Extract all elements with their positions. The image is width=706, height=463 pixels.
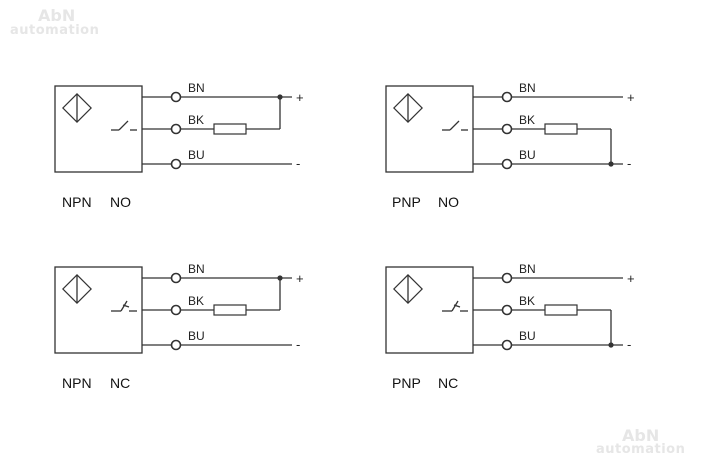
terminal-bn <box>170 272 182 284</box>
wire-label-bu: BU <box>188 148 205 162</box>
terminal-positive-label: + <box>627 271 635 286</box>
terminal-bk <box>170 123 182 135</box>
wire-label-bk: BK <box>519 113 535 127</box>
wire-label-bn: BN <box>519 262 536 276</box>
junction-dot <box>608 342 614 348</box>
diagram-contact-label: NC <box>438 375 459 391</box>
junction-dot <box>608 161 614 167</box>
sensor-body <box>385 266 474 354</box>
terminal-bk <box>501 123 513 135</box>
wire-label-bu: BU <box>188 329 205 343</box>
switch-contact <box>118 120 129 131</box>
wire-label-bu: BU <box>519 329 536 343</box>
sensor-body <box>54 266 143 354</box>
wire-label-bk: BK <box>188 113 204 127</box>
load-resistor <box>213 123 247 135</box>
terminal-bu <box>170 158 182 170</box>
terminal-positive-label: + <box>627 90 635 105</box>
watermark-subtitle: automation <box>10 23 100 38</box>
wire-label-bn: BN <box>188 262 205 276</box>
sensor-symbol-icon <box>62 274 92 304</box>
terminal-bk <box>170 304 182 316</box>
terminal-bu <box>501 158 513 170</box>
terminal-positive-label: + <box>296 90 304 105</box>
terminal-bn <box>170 91 182 103</box>
sensor-diagram: BN + BK BU - <box>54 81 304 173</box>
terminal-bu <box>170 339 182 351</box>
sensor-body <box>54 85 143 173</box>
sensor-diagram: BN + BK BU - <box>385 81 635 173</box>
junction-dot <box>277 275 283 281</box>
sensor-diagram: BN + BK BU - <box>54 262 304 354</box>
wire-label-bk: BK <box>519 294 535 308</box>
terminal-negative-label: - <box>627 156 631 171</box>
terminal-bn <box>501 91 513 103</box>
diagram-contact-label: NO <box>438 194 459 210</box>
terminal-negative-label: - <box>296 337 300 352</box>
junction-dot <box>277 94 283 100</box>
switch-contact-bar <box>122 304 130 308</box>
switch-contact-bar <box>453 304 461 308</box>
sensor-symbol-icon <box>393 93 423 123</box>
watermark-logo-bottom: AbN <box>622 426 660 445</box>
watermark-subtitle-bottom: automation <box>596 442 686 457</box>
wire-label-bk: BK <box>188 294 204 308</box>
sensor-body <box>385 85 474 173</box>
watermark-logo: AbN <box>38 6 76 25</box>
sensor-symbol-icon <box>62 93 92 123</box>
terminal-negative-label: - <box>627 337 631 352</box>
load-resistor <box>213 304 247 316</box>
diagram-type-label: NPN <box>62 194 92 210</box>
diagram-type-label: PNP <box>392 194 421 210</box>
diagram-type-label: NPN <box>62 375 92 391</box>
load-resistor <box>544 123 578 135</box>
sensor-diagram: BN + BK BU - <box>385 262 635 354</box>
terminal-bn <box>501 272 513 284</box>
wire-label-bn: BN <box>188 81 205 95</box>
load-resistor <box>544 304 578 316</box>
diagram-type-label: PNP <box>392 375 421 391</box>
terminal-bk <box>501 304 513 316</box>
terminal-negative-label: - <box>296 156 300 171</box>
terminal-positive-label: + <box>296 271 304 286</box>
diagram-contact-label: NC <box>110 375 131 391</box>
terminal-bu <box>501 339 513 351</box>
switch-contact <box>449 120 460 131</box>
sensor-symbol-icon <box>393 274 423 304</box>
diagram-contact-label: NO <box>110 194 131 210</box>
wire-label-bn: BN <box>519 81 536 95</box>
wire-label-bu: BU <box>519 148 536 162</box>
